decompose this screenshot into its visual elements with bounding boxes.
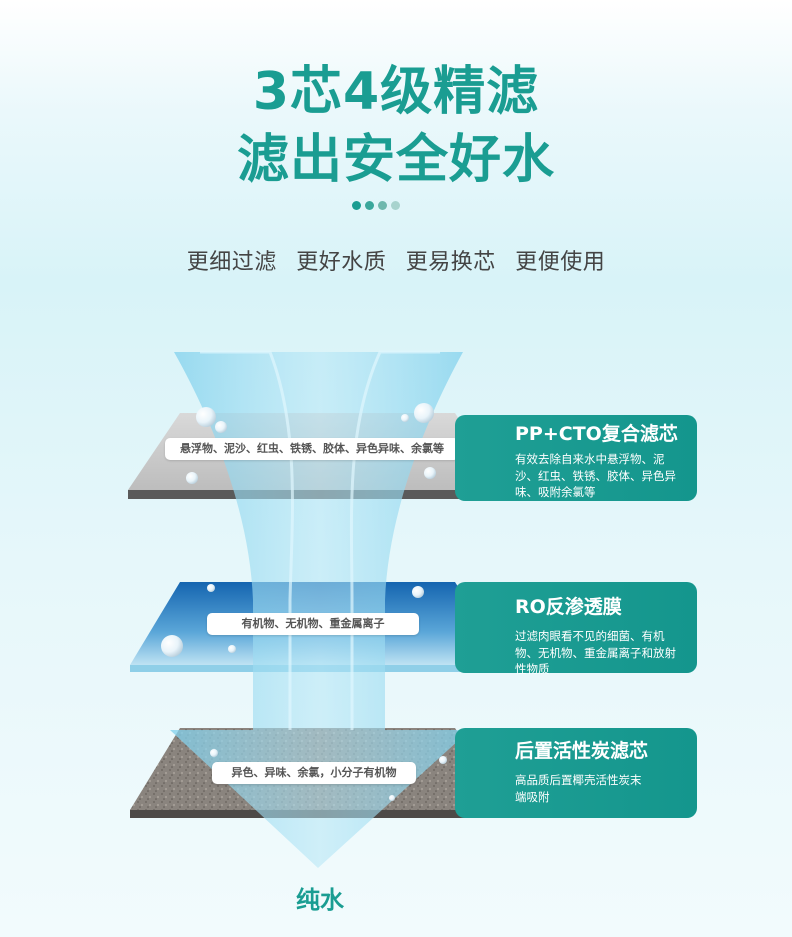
page-title-line1: 3芯4级精滤 [252,62,540,122]
pp-cto-card: PP+CTO复合滤芯 有效去除自来水中悬浮物、泥沙、红虫、铁锈、胶体、异色异味、… [455,415,697,501]
dot-3 [378,201,387,210]
carbon-title: 后置活性炭滤芯 [515,740,649,762]
dot-4 [391,201,400,210]
bubbles [161,403,482,801]
pure-water-label: 纯水 [296,886,344,914]
carbon-card: 后置活性炭滤芯 高品质后置椰壳活性炭末端吸附 [455,728,697,818]
water-stream [170,350,470,868]
carbon-description: 高品质后置椰壳活性炭末端吸附 [515,773,642,804]
ro-description: 过滤肉眼看不见的细菌、有机物、无机物、重金属离子和放射性物质 [515,629,676,676]
dot-2 [365,201,374,210]
feature-item: 更易换芯 [405,250,496,275]
decorative-dots [352,201,400,210]
dot-1 [352,201,361,210]
feature-item: 更细过滤 [186,250,277,275]
ro-removes-label: 有机物、无机物、重金属离子 [207,613,419,635]
pp-cto-description: 有效去除自来水中悬浮物、泥沙、红虫、铁锈、胶体、异色异味、吸附余氯等 [515,452,676,499]
carbon-removes-label: 异色、异味、余氯，小分子有机物 [212,762,416,784]
feature-item: 更好水质 [296,250,387,275]
ro-card: RO反渗透膜 过滤肉眼看不见的细菌、有机物、无机物、重金属离子和放射性物质 [455,582,697,676]
page-title-line2: 滤出安全好水 [236,130,555,190]
ro-title: RO反渗透膜 [515,596,622,618]
feature-item: 更便使用 [515,250,606,275]
pp-cto-removes-label: 悬浮物、泥沙、红虫、铁锈、胶体、异色异味、余氯等 [165,438,459,460]
pp-cto-title: PP+CTO复合滤芯 [515,423,678,445]
feature-list: 更细过滤 更好水质 更易换芯 更便使用 [0,244,792,276]
